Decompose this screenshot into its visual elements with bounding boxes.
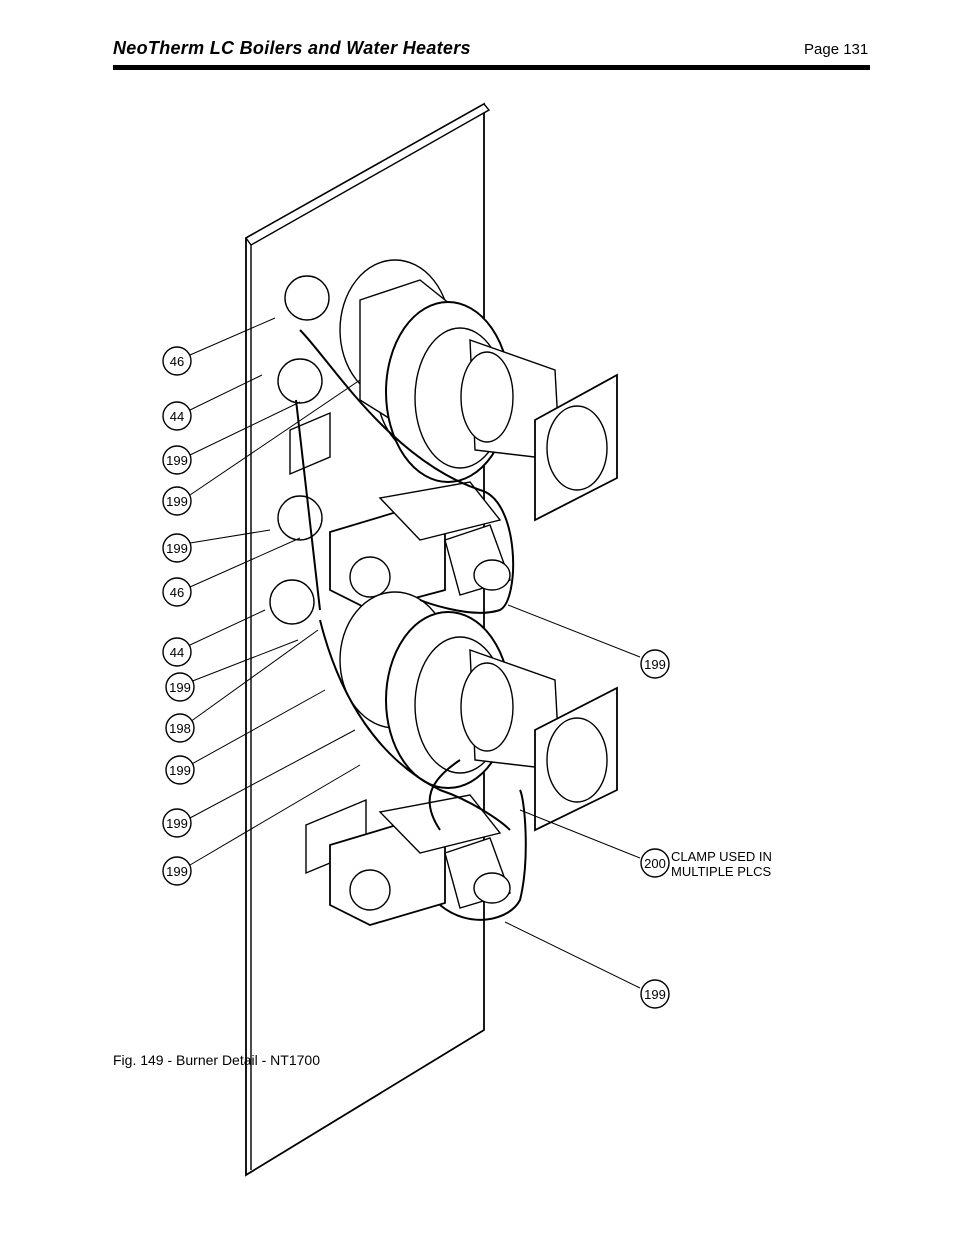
lower-blower-assembly [339,591,618,832]
callout-199: 199 [166,864,188,879]
callout-circle [640,979,670,1009]
callout-circle [165,672,195,702]
callout-circle [162,401,192,431]
callout-circle [162,533,192,563]
callouts-left [162,346,195,886]
callout-199: 199 [166,816,188,831]
callout-199: 199 [166,494,188,509]
document-title: NeoTherm LC Boilers and Water Heaters [113,38,471,58]
lower-gas-valve [329,794,511,926]
callout-46: 46 [170,354,184,369]
callout-circle [162,808,192,838]
callout-199: 199 [169,680,191,695]
upper-gas-valve [269,481,511,625]
callout-circle [640,649,670,679]
callout-circle [162,577,192,607]
tubing [295,329,527,921]
clamp-note: CLAMP USED IN MULTIPLE PLCS [671,849,772,879]
page-number: Page 131 [804,41,869,58]
callout-circle [162,637,192,667]
callout-199: 199 [169,763,191,778]
callouts-right [640,649,670,1009]
callout-200: 200 [644,856,666,871]
callout-46: 46 [170,585,184,600]
callout-circle [165,755,195,785]
callout-199: 199 [166,453,188,468]
callout-44: 44 [170,409,184,424]
leader-lines [189,317,641,989]
callout-circle [162,445,192,475]
callout-44: 44 [170,645,184,660]
callout-199: 199 [166,541,188,556]
callout-labels-left: 46 44 199 199 199 46 44 199 198 199 199 … [166,354,191,879]
callout-circle [162,486,192,516]
callout-circle [162,346,192,376]
upper-blower-assembly [277,259,618,522]
clamp-note-line-1: CLAMP USED IN [671,849,772,864]
header-rule [113,65,870,70]
callout-labels-right: 199 200 199 [644,657,666,1002]
callout-198: 198 [169,721,191,736]
callout-199: 199 [644,987,666,1002]
callout-circle [162,856,192,886]
callout-circle [165,713,195,743]
callout-199: 199 [644,657,666,672]
figure-caption: Fig. 149 - Burner Detail - NT1700 [113,1052,320,1068]
clamp-note-line-2: MULTIPLE PLCS [671,864,772,879]
callout-circle [640,848,670,878]
